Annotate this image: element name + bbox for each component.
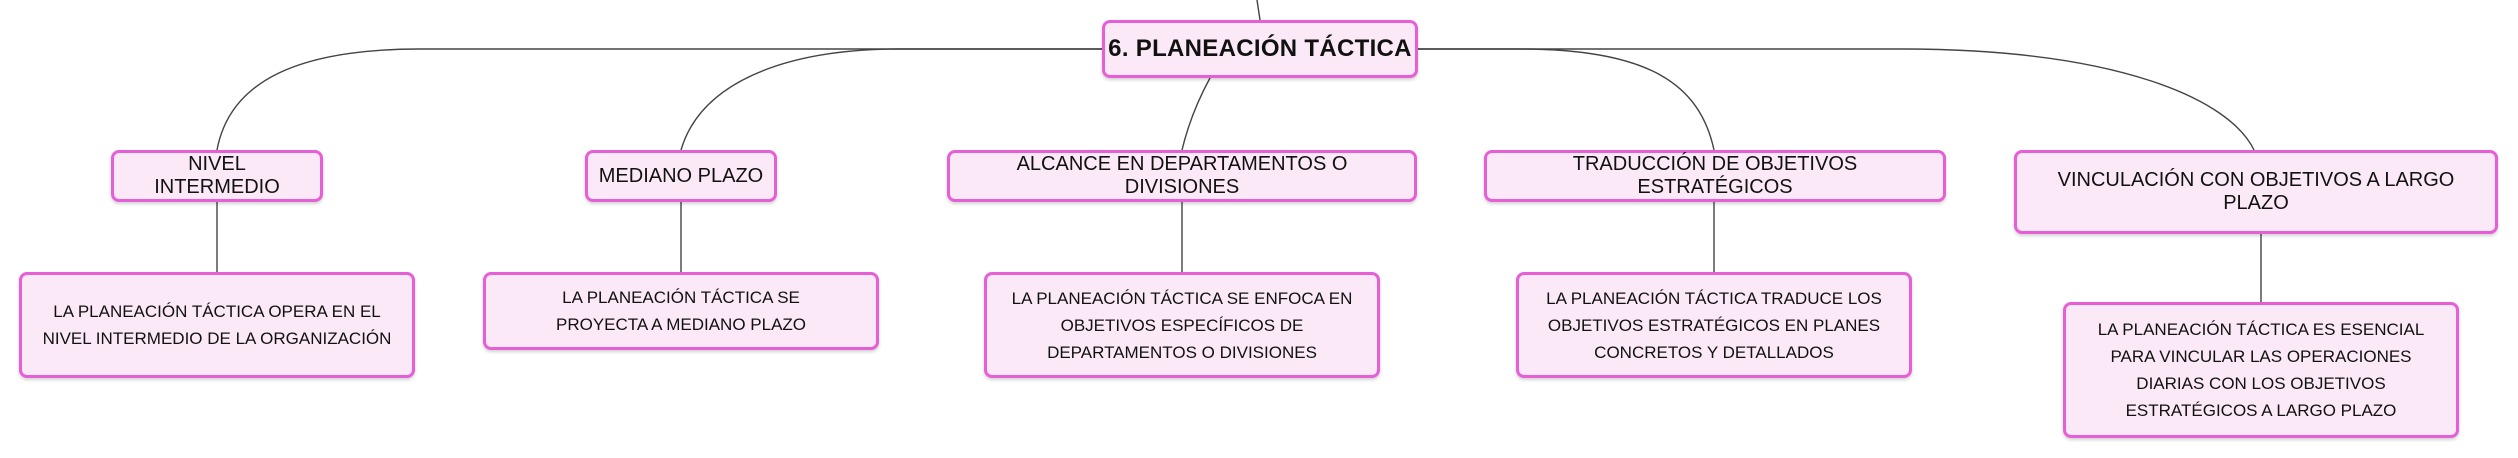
detail-topic-alcance-departamentos[interactable]: LA PLANEACIÓN TÁCTICA SE ENFOCA EN OBJET… [984,272,1380,378]
branch-topic-label: VINCULACIÓN CON OBJETIVOS A LARGO PLAZO [2057,169,2455,214]
detail-topic-text: LA PLANEACIÓN TÁCTICA SE ENFOCA EN OBJET… [1011,288,1353,362]
branch-topic-alcance-departamentos[interactable]: ALCANCE EN DEPARTAMENTOS O DIVISIONES [947,150,1417,202]
detail-topic-nivel-intermedio[interactable]: LA PLANEACIÓN TÁCTICA OPERA EN EL NIVEL … [19,272,415,378]
branch-topic-traduccion-objetivos[interactable]: TRADUCCIÓN DE OBJETIVOS ESTRATÉGICOS [1484,150,1946,202]
branch-topic-label: MEDIANO PLAZO [598,164,764,187]
detail-topic-vinculacion-largo-plazo[interactable]: LA PLANEACIÓN TÁCTICA ES ESENCIAL PARA V… [2063,302,2459,438]
detail-topic-traduccion-objetivos[interactable]: LA PLANEACIÓN TÁCTICA TRADUCE LOS OBJETI… [1516,272,1912,378]
branch-topic-nivel-intermedio[interactable]: NIVEL INTERMEDIO [111,150,323,202]
root-topic[interactable]: 6. PLANEACIÓN TÁCTICA [1102,20,1418,78]
connector-root-parent [1256,0,1261,21]
connector-branch-1 [216,48,1102,151]
detail-topic-text: LA PLANEACIÓN TÁCTICA TRADUCE LOS OBJETI… [1546,288,1882,362]
detail-topic-text: LA PLANEACIÓN TÁCTICA SE PROYECTA A MEDI… [555,288,807,334]
connector-branch-4 [1418,48,1715,151]
connector-branch-5 [1418,48,2255,151]
detail-topic-mediano-plazo[interactable]: LA PLANEACIÓN TÁCTICA SE PROYECTA A MEDI… [483,272,879,350]
branch-topic-mediano-plazo[interactable]: MEDIANO PLAZO [585,150,777,202]
connector-branch-3 [1181,77,1211,151]
connector-branch-2 [680,48,1102,151]
branch-topic-label: TRADUCCIÓN DE OBJETIVOS ESTRATÉGICOS [1572,153,1858,198]
branch-topic-label: NIVEL INTERMEDIO [154,153,280,198]
root-topic-label: 6. PLANEACIÓN TÁCTICA [1108,35,1412,62]
branch-topic-label: ALCANCE EN DEPARTAMENTOS O DIVISIONES [1016,153,1348,198]
detail-topic-text: LA PLANEACIÓN TÁCTICA ES ESENCIAL PARA V… [2097,320,2425,420]
detail-topic-text: LA PLANEACIÓN TÁCTICA OPERA EN EL NIVEL … [42,302,392,348]
branch-topic-vinculacion-largo-plazo[interactable]: VINCULACIÓN CON OBJETIVOS A LARGO PLAZO [2014,150,2498,234]
